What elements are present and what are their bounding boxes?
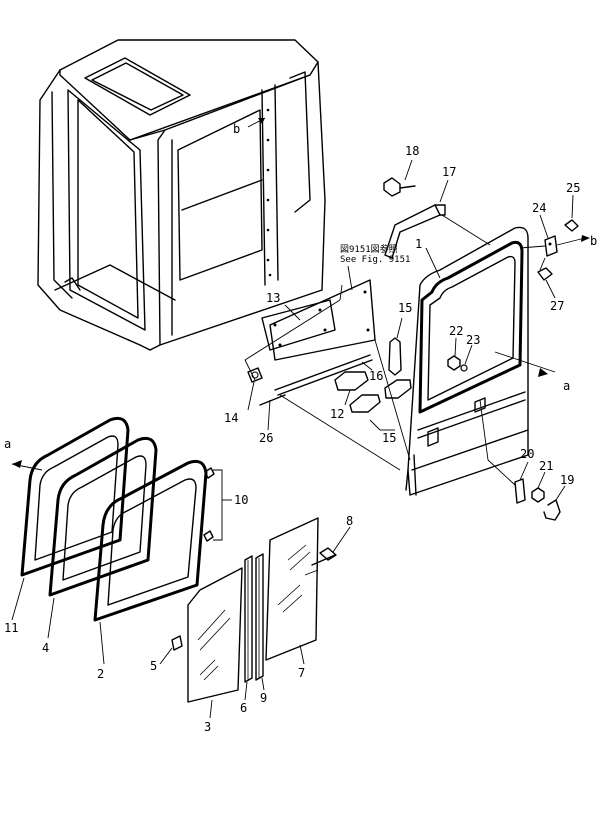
svg-text:a: a <box>4 437 11 451</box>
cab-rivets <box>266 108 272 277</box>
label-6: 6 <box>240 701 247 715</box>
label-1: 1 <box>415 237 422 251</box>
part-labels: 1 2 3 4 5 6 7 8 9 10 11 12 13 14 15 15 1… <box>4 144 580 734</box>
gasket-4 <box>48 436 158 597</box>
label-16: 16 <box>369 369 383 383</box>
label-15a: 15 <box>398 301 412 315</box>
clip-8 <box>304 526 351 576</box>
label-19: 19 <box>560 473 574 487</box>
leader-4 <box>47 597 55 639</box>
reference-note: 図9151図参照 See Fig. 9151 <box>340 243 410 291</box>
label-20: 20 <box>520 447 534 461</box>
label-8: 8 <box>346 514 353 528</box>
svg-text:b: b <box>590 234 597 248</box>
label-7: 7 <box>298 666 305 680</box>
cab-frame <box>37 39 326 351</box>
door-1 <box>405 226 529 496</box>
label-14: 14 <box>224 411 238 425</box>
handle-17 <box>384 179 491 259</box>
label-17: 17 <box>442 165 456 179</box>
svg-text:図9151図参照: 図9151図参照 <box>340 243 398 255</box>
strip-6 <box>244 555 253 701</box>
label-13: 13 <box>266 291 280 305</box>
label-18: 18 <box>405 144 419 158</box>
svg-text:b: b <box>233 122 240 136</box>
pads-12-15 <box>334 337 412 413</box>
label-15b: 15 <box>382 431 396 445</box>
nuts-22-23 <box>447 337 473 372</box>
label-26: 26 <box>259 431 273 445</box>
leader-1 <box>425 247 441 279</box>
label-22: 22 <box>449 324 463 338</box>
strip-9 <box>255 553 265 691</box>
clips-10 <box>203 467 232 542</box>
label-10: 10 <box>234 493 248 507</box>
label-24: 24 <box>532 201 546 215</box>
label-12: 12 <box>330 407 344 421</box>
label-4: 4 <box>42 641 49 655</box>
arrow-a-left: a <box>4 437 43 471</box>
bolt-18 <box>383 159 416 197</box>
svg-text:See Fig. 9151: See Fig. 9151 <box>340 255 410 265</box>
arrow-b-hinge: b <box>556 234 597 248</box>
label-2: 2 <box>97 667 104 681</box>
svg-text:a: a <box>563 379 570 393</box>
label-25: 25 <box>566 181 580 195</box>
arrow-a-right: a <box>494 351 570 393</box>
label-23: 23 <box>466 333 480 347</box>
label-11: 11 <box>4 621 18 635</box>
latch-parts <box>479 399 566 521</box>
arrow-b-cab: b <box>233 117 266 136</box>
label-9: 9 <box>260 691 267 705</box>
gasket-2 <box>93 459 208 622</box>
label-3: 3 <box>204 720 211 734</box>
glass-3 <box>187 567 243 719</box>
hinge-24 <box>519 194 579 299</box>
label-5: 5 <box>150 659 157 673</box>
leader-11 <box>11 577 25 621</box>
panel-leaders <box>244 284 411 471</box>
strips <box>259 354 373 406</box>
label-21: 21 <box>539 459 553 473</box>
clip-5 <box>159 635 183 665</box>
leader-2 <box>99 621 105 665</box>
glass-7 <box>265 517 319 665</box>
label-27: 27 <box>550 299 564 313</box>
gasket-11 <box>20 416 130 577</box>
